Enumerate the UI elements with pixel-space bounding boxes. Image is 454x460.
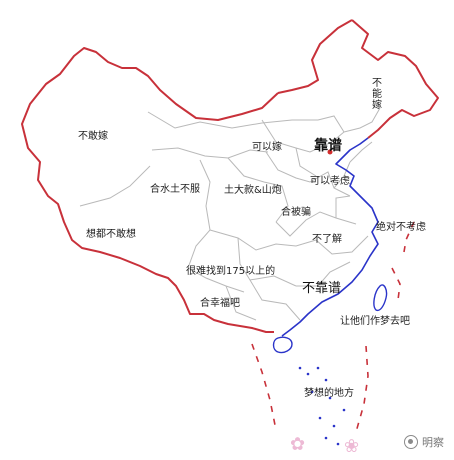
province-boundaries: [79, 107, 381, 321]
label-yunnan-guizhou: 很难找到175以上的: [186, 266, 276, 277]
label-taiwan: 让他们作梦去吧: [340, 316, 410, 327]
coastline: [281, 137, 379, 337]
label-qinghai: 合水土不服: [150, 184, 200, 195]
label-xinjiang: 不敢嫁: [78, 131, 108, 142]
hainan-island: [272, 336, 293, 354]
label-gansu: 可以嫁: [252, 142, 282, 153]
label-shandong: 可以考虑: [310, 176, 350, 187]
label-sichuan-shaanxi: 土大款&山炮: [224, 185, 282, 196]
south-sea-boundary: [251, 221, 415, 433]
blossom-decoration: ❀: [344, 436, 360, 457]
label-hubei: 合被骗: [281, 207, 311, 218]
label-guangxi: 合幸福吧: [200, 298, 240, 309]
label-heilongjiang: 不能嫁: [372, 78, 382, 111]
south-sea-islands: [298, 366, 346, 446]
wechat-icon: [404, 435, 418, 449]
blossom-decoration: ✿: [290, 434, 306, 455]
label-beijing: 靠谱: [314, 138, 342, 154]
watermark: 明察: [404, 434, 444, 450]
land-border: [21, 19, 439, 333]
watermark-text: 明察: [422, 436, 444, 449]
label-zhejiang: 绝对不考虑: [376, 222, 426, 233]
label-south-sea: 梦想的地方: [304, 388, 354, 399]
label-tibet: 想都不敢想: [86, 229, 136, 240]
label-guangdong: 不靠谱: [302, 281, 342, 296]
label-jiangxi: 不了解: [312, 234, 342, 245]
taiwan-island: [373, 284, 388, 312]
capital-marker: [327, 149, 333, 155]
